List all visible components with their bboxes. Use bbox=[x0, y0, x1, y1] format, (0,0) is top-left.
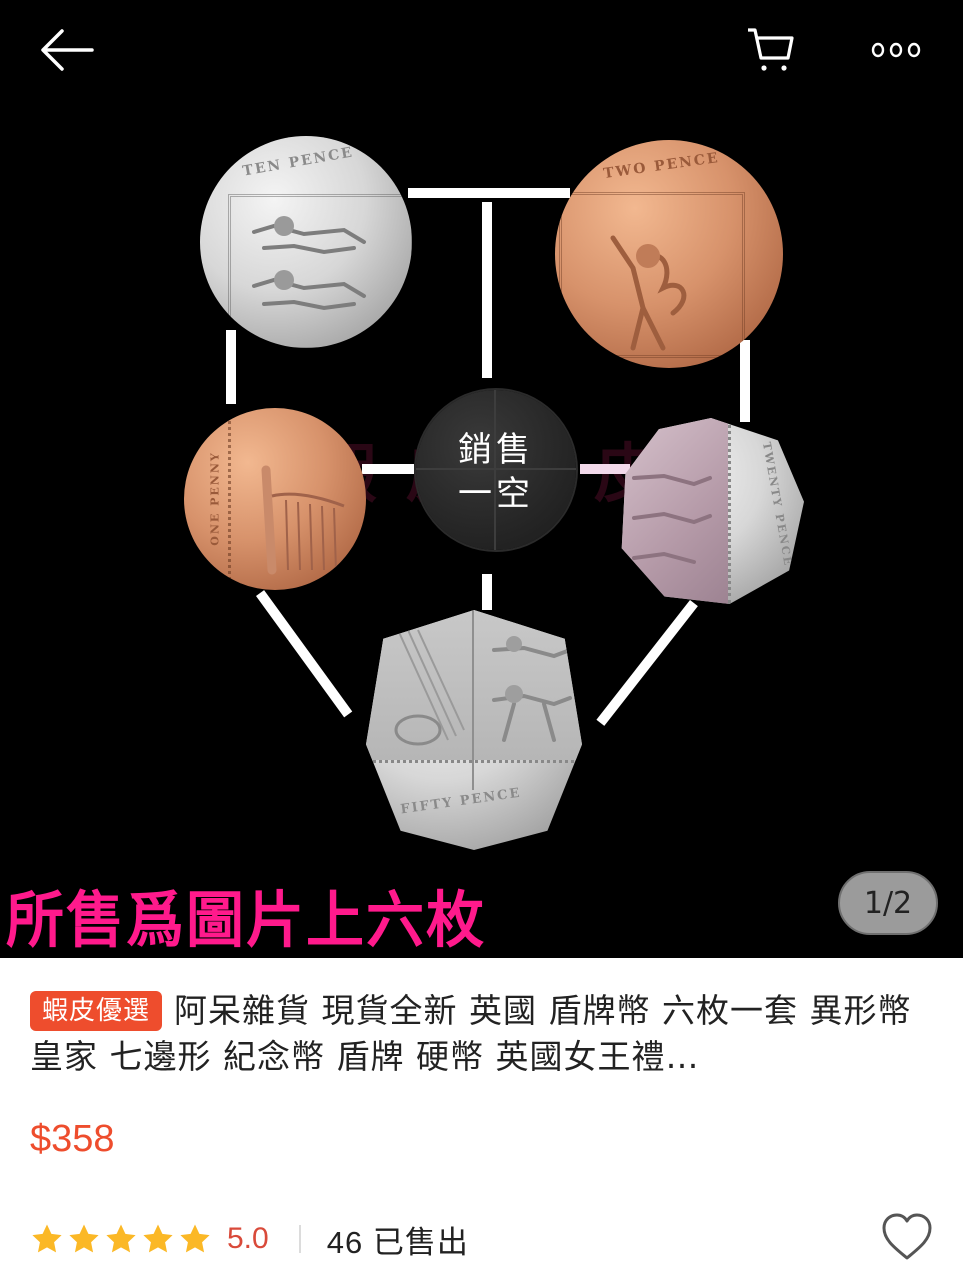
harp-icon bbox=[261, 465, 345, 575]
cart-button[interactable] bbox=[740, 18, 804, 82]
coin-five-pence-sold-out: 銷售 一空 bbox=[416, 390, 576, 550]
preferred-badge: 蝦皮優選 bbox=[30, 991, 163, 1031]
harp-icon bbox=[394, 629, 465, 746]
star-icon bbox=[69, 1224, 99, 1253]
more-options-icon bbox=[871, 42, 921, 58]
divider bbox=[298, 1225, 301, 1253]
rating-row: 5.0 46 已售出 bbox=[30, 1214, 469, 1264]
coin-one-penny: ONE PENNY bbox=[184, 408, 366, 590]
connector-line bbox=[482, 574, 492, 610]
connector-line bbox=[256, 590, 353, 718]
connector-line bbox=[580, 464, 630, 474]
connector-line bbox=[408, 188, 570, 198]
lion-icon bbox=[632, 473, 712, 564]
coin-label: FIFTY PENCE bbox=[399, 785, 523, 818]
coin-ten-pence: TEN PENCE bbox=[200, 136, 412, 348]
favorite-button[interactable] bbox=[879, 1210, 935, 1266]
product-title: 蝦皮優選阿呆雜貨 現貨全新 英國 盾牌幣 六枚一套 異形幣 皇家 七邊形 紀念幣… bbox=[30, 988, 935, 1080]
product-image-gallery[interactable]: 蝦皮蝦皮 TEN PENCE TWO PENCE bbox=[0, 0, 963, 958]
rampant-lion-icon bbox=[610, 235, 687, 351]
star-icon bbox=[143, 1224, 173, 1253]
connector-line bbox=[482, 202, 492, 378]
connector-line bbox=[226, 330, 236, 404]
star-icon bbox=[32, 1224, 62, 1253]
lion-icon bbox=[252, 216, 366, 311]
coin-label: TWENTY PENCE bbox=[759, 440, 795, 569]
connector-line bbox=[596, 600, 698, 726]
product-info: 蝦皮優選阿呆雜貨 現貨全新 英國 盾牌幣 六枚一套 異形幣 皇家 七邊形 紀念幣… bbox=[0, 958, 963, 1280]
back-button[interactable] bbox=[34, 18, 98, 82]
coin-label: ONE PENNY bbox=[208, 451, 222, 546]
connector-line bbox=[740, 340, 750, 422]
lion-icon bbox=[492, 636, 572, 742]
sold-out-label: 銷售 一空 bbox=[458, 430, 534, 514]
coin-two-pence: TWO PENCE bbox=[555, 140, 783, 368]
coin-label: TWO PENCE bbox=[602, 149, 721, 183]
shopping-cart-icon bbox=[748, 28, 794, 71]
coin-twenty-pence: TWENTY PENCE bbox=[621, 418, 804, 604]
coin-fifty-pence: FIFTY PENCE bbox=[366, 610, 582, 850]
star-icon bbox=[180, 1224, 210, 1253]
heart-outline-icon bbox=[882, 1213, 932, 1260]
sold-count: 46 已售出 bbox=[326, 1224, 469, 1260]
arrow-left-icon bbox=[41, 29, 94, 71]
more-options-button[interactable] bbox=[864, 18, 928, 82]
promo-banner-text: 所售爲圖片上六枚 bbox=[6, 884, 487, 956]
connector-line bbox=[362, 464, 414, 474]
product-title-text: 阿呆雜貨 現貨全新 英國 盾牌幣 六枚一套 異形幣 皇家 七邊形 紀念幣 盾牌 … bbox=[30, 991, 912, 1076]
product-price: $358 bbox=[30, 1118, 115, 1160]
rating-value: 5.0 bbox=[227, 1222, 269, 1255]
coin-label: TEN PENCE bbox=[241, 144, 356, 180]
star-icon bbox=[106, 1224, 136, 1253]
image-counter: 1/2 bbox=[838, 871, 938, 935]
